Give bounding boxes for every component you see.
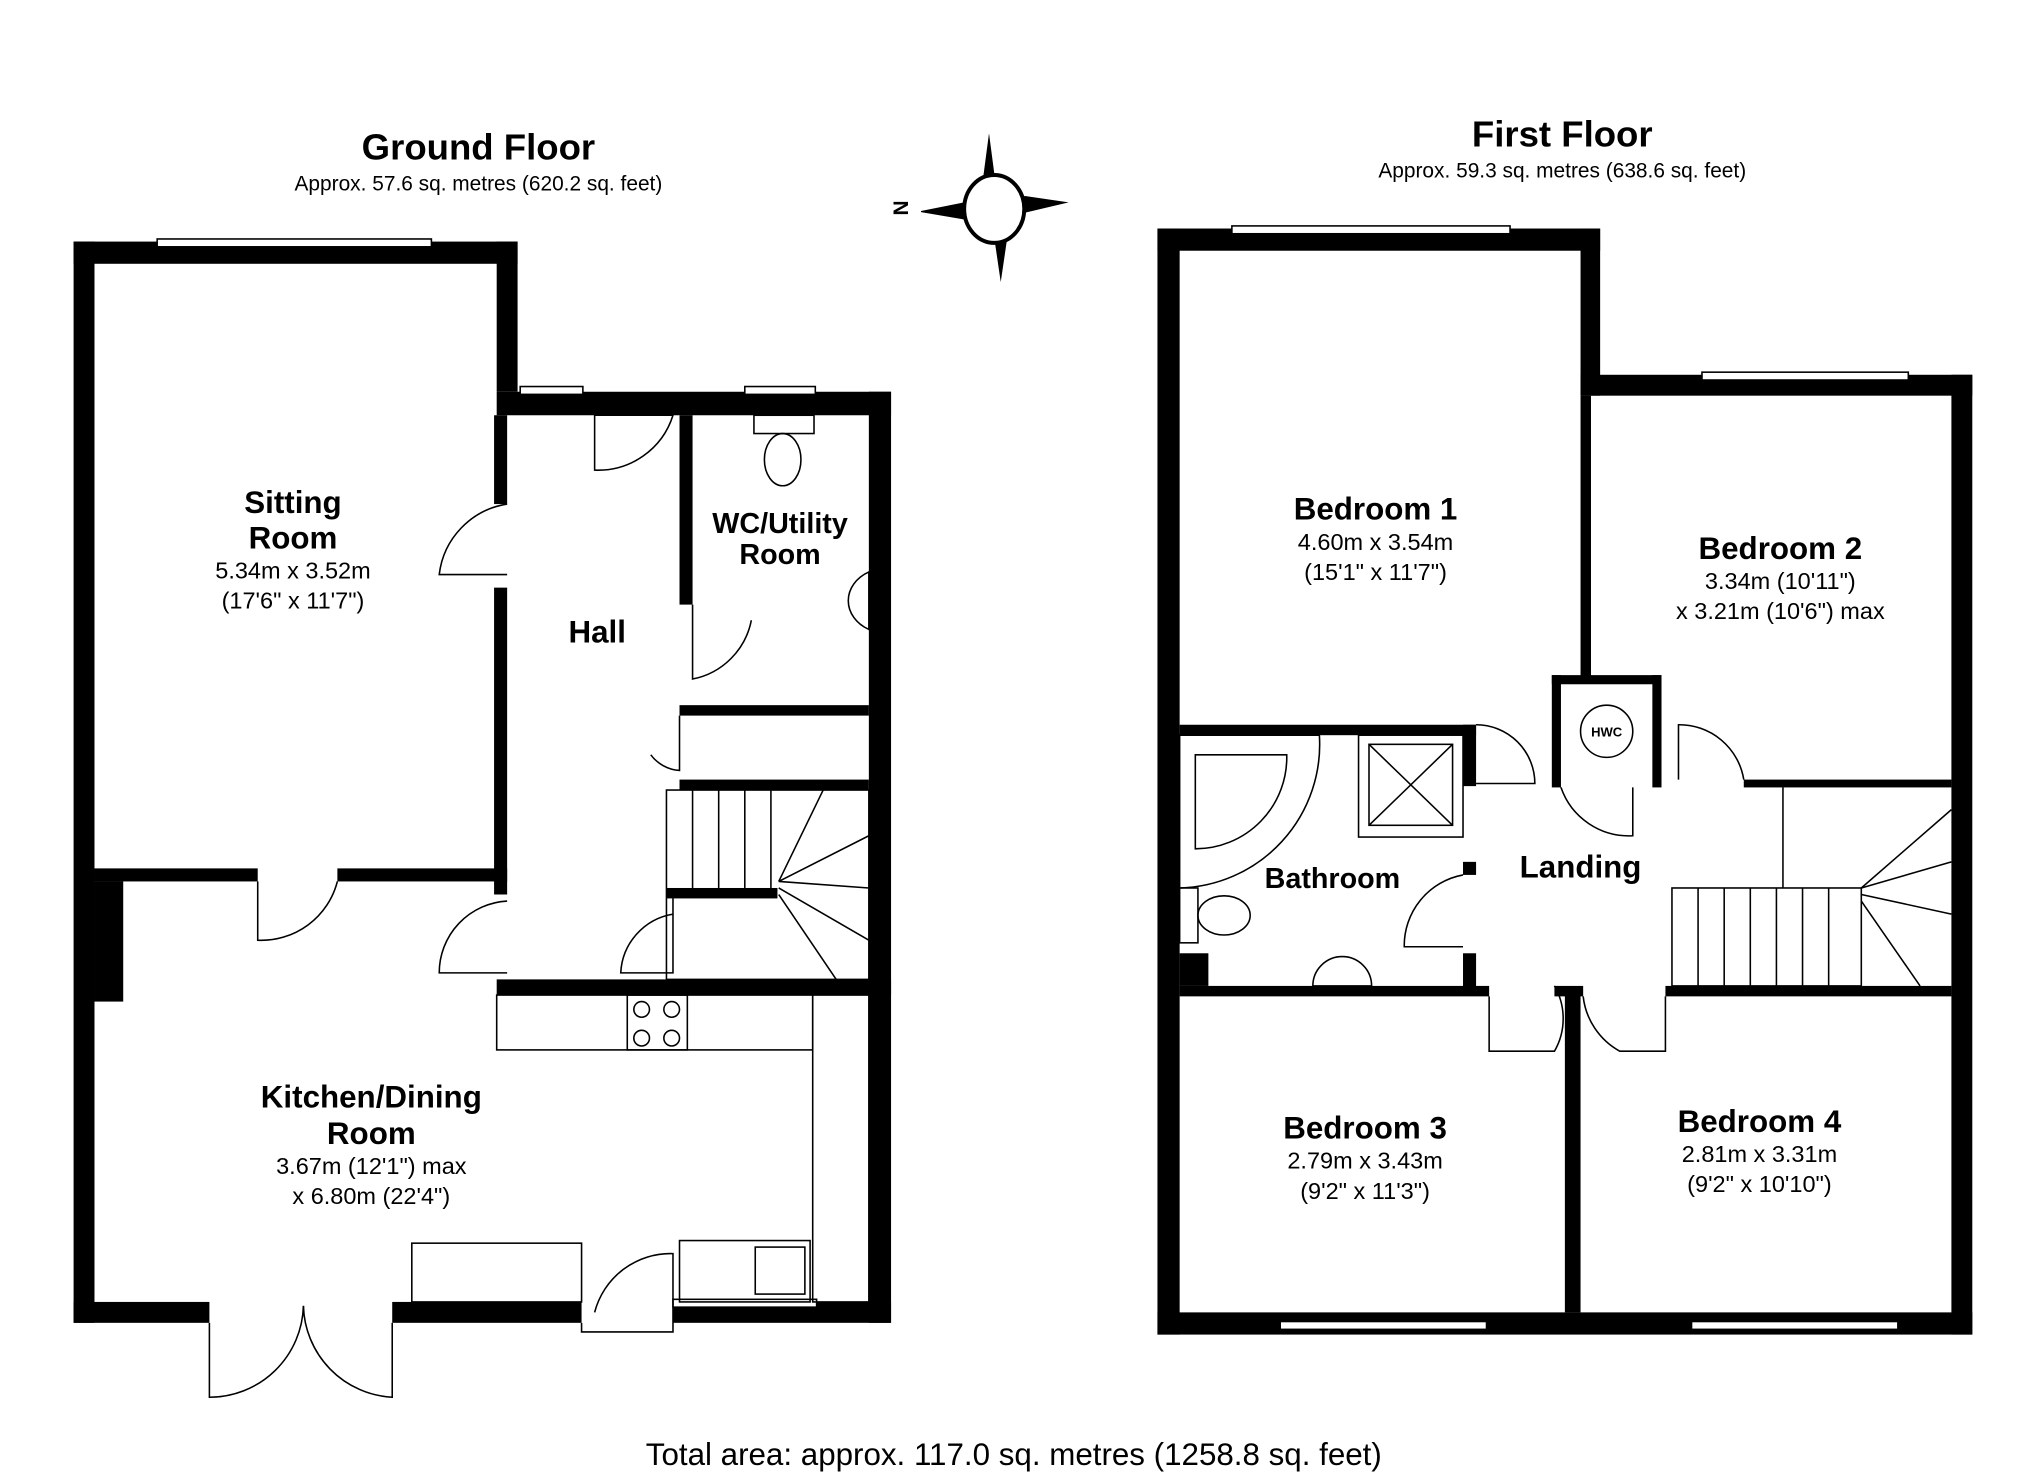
ground-floor-plan [73,238,892,1399]
bedroom-1-label: Bedroom 1 [1294,492,1458,527]
sitting-room-dim-metric: 5.34m x 3.52m [215,557,370,583]
bedroom-2-dim-1: 3.34m (10'11") [1705,568,1856,594]
wc-utility-label-2: Room [739,539,820,571]
ground-floor-area: Approx. 57.6 sq. metres (620.2 sq. feet) [294,173,662,196]
bedroom-3-dim-imperial: (9'2" x 11'3") [1300,1178,1430,1204]
bedroom-3-label: Bedroom 3 [1283,1111,1447,1146]
sitting-room-label-2: Room [249,520,338,555]
bedroom-2-dim-2: x 3.21m (10'6") max [1676,598,1885,624]
compass-north-label: N [890,200,913,215]
first-floor-title: First Floor [1472,113,1653,154]
bedroom-4-dim-imperial: (9'2" x 10'10") [1687,1171,1832,1197]
kitchen-dining-dim-1: 3.67m (12'1") max [276,1153,467,1179]
kitchen-dining-dim-2: x 6.80m (22'4") [292,1183,450,1209]
sitting-room-label: Sitting [244,485,341,520]
total-area: Total area: approx. 117.0 sq. metres (12… [646,1437,1382,1472]
landing-label: Landing [1520,850,1642,885]
bedroom-4-dim-metric: 2.81m x 3.31m [1682,1141,1837,1167]
kitchen-dining-label-2: Room [327,1116,416,1151]
bedroom-3-dim-metric: 2.79m x 3.43m [1287,1148,1442,1174]
bathroom-label: Bathroom [1265,863,1401,895]
bedroom-1-dim-imperial: (15'1" x 11'7") [1304,559,1447,585]
ground-floor-title: Ground Floor [362,126,595,167]
compass-icon: N [890,133,1069,283]
wc-utility-label: WC/Utility [712,508,848,540]
hwc-label: HWC [1591,724,1623,739]
hwc-cylinder-icon [1579,704,1634,759]
bedroom-2-label: Bedroom 2 [1699,531,1863,566]
first-floor-area: Approx. 59.3 sq. metres (638.6 sq. feet) [1378,160,1746,183]
sitting-room-dim-imperial: (17'6" x 11'7") [222,588,365,614]
bedroom-1-dim-metric: 4.60m x 3.54m [1298,529,1453,555]
bedroom-4-label: Bedroom 4 [1678,1104,1842,1139]
first-floor-plan [1157,225,1973,1335]
hall-label: Hall [569,614,626,649]
kitchen-dining-label: Kitchen/Dining [261,1079,482,1114]
